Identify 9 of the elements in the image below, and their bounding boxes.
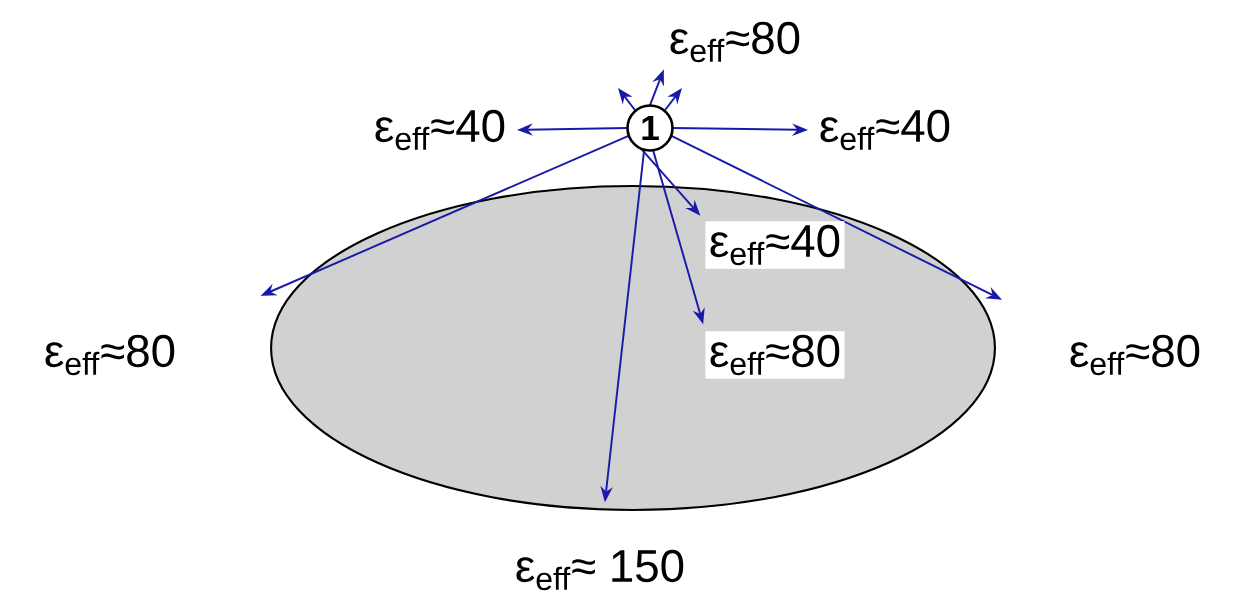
permittivity-label: ε$_{eff}$≈80 xyxy=(670,21,800,63)
permittivity-label: ε$_{eff}$≈ 150 xyxy=(516,549,684,591)
shaded-ellipse xyxy=(270,185,996,512)
permittivity-label: ε$_{eff}$≈80 xyxy=(45,334,175,376)
permittivity-label: ε$_{eff}$≈40 xyxy=(705,221,845,269)
permittivity-label: ε$_{eff}$≈40 xyxy=(820,109,950,151)
permittivity-label: ε$_{eff}$≈40 xyxy=(375,109,505,151)
permittivity-label: ε$_{eff}$≈80 xyxy=(705,331,845,379)
permittivity-label: ε$_{eff}$≈80 xyxy=(1070,334,1200,376)
